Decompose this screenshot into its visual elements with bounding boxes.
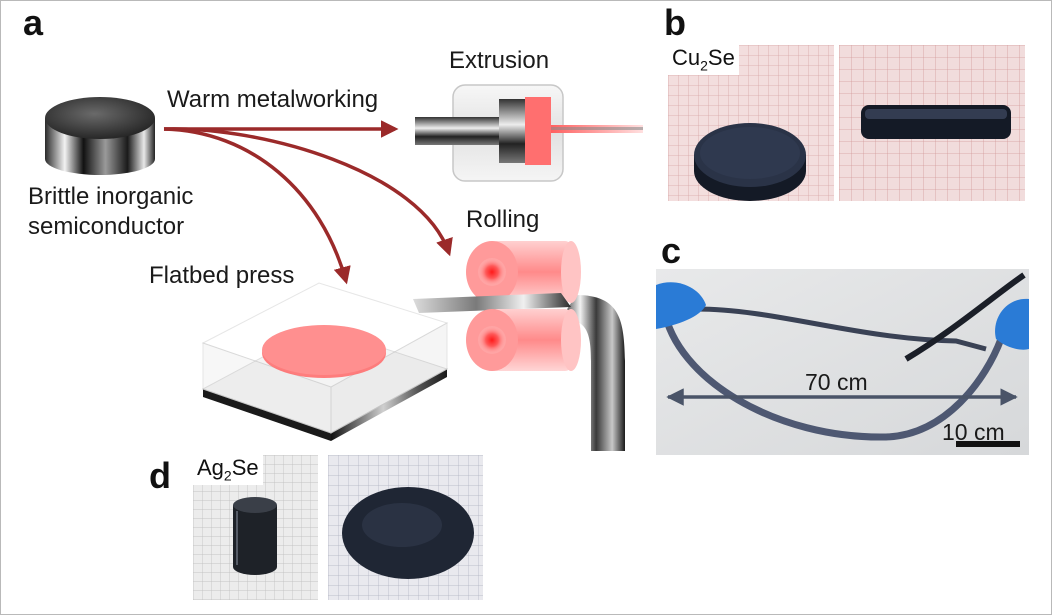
panel-b-photo-rod xyxy=(839,45,1025,201)
material-subscript: 2 xyxy=(223,467,232,484)
panel-b-photo-disk xyxy=(668,45,834,201)
semiconductor-cylinder xyxy=(45,97,155,175)
length-label: 70 cm xyxy=(805,369,868,395)
material-suffix: Se xyxy=(707,45,735,70)
material-prefix: Cu xyxy=(672,45,701,70)
rolling-label: Rolling xyxy=(466,206,540,233)
panel-letter-a: a xyxy=(23,2,44,43)
panel-letter-d: d xyxy=(149,455,171,496)
process-arrows xyxy=(163,120,453,285)
scalebar-label: 10 cm xyxy=(942,419,1005,445)
flatbed-press xyxy=(201,282,449,441)
flatbed-press-label: Flatbed press xyxy=(149,262,295,289)
arrow-to-flatbed xyxy=(163,127,351,285)
rolling-apparatus xyxy=(413,241,625,451)
extrusion-label: Extrusion xyxy=(449,47,550,74)
warm-metalworking-label: Warm metalworking xyxy=(167,86,379,113)
panel-c-photo xyxy=(656,269,1029,455)
panel-letter-b: b xyxy=(664,2,686,43)
panel-d-material-tag: Ag2Se xyxy=(193,455,263,485)
extrusion-apparatus xyxy=(415,84,643,182)
panel-b-material-tag: Cu2Se xyxy=(668,45,739,75)
material-prefix: Ag xyxy=(197,455,224,480)
arrow-to-rolling xyxy=(163,127,453,257)
material-suffix: Se xyxy=(231,455,259,480)
panel-letter-c: c xyxy=(661,230,682,271)
semiconductor-label-line1: Brittle inorganic xyxy=(28,183,194,210)
semiconductor-label-line2: semiconductor xyxy=(28,213,185,240)
panel-d-photo-disk xyxy=(328,455,483,600)
material-subscript: 2 xyxy=(700,57,708,74)
